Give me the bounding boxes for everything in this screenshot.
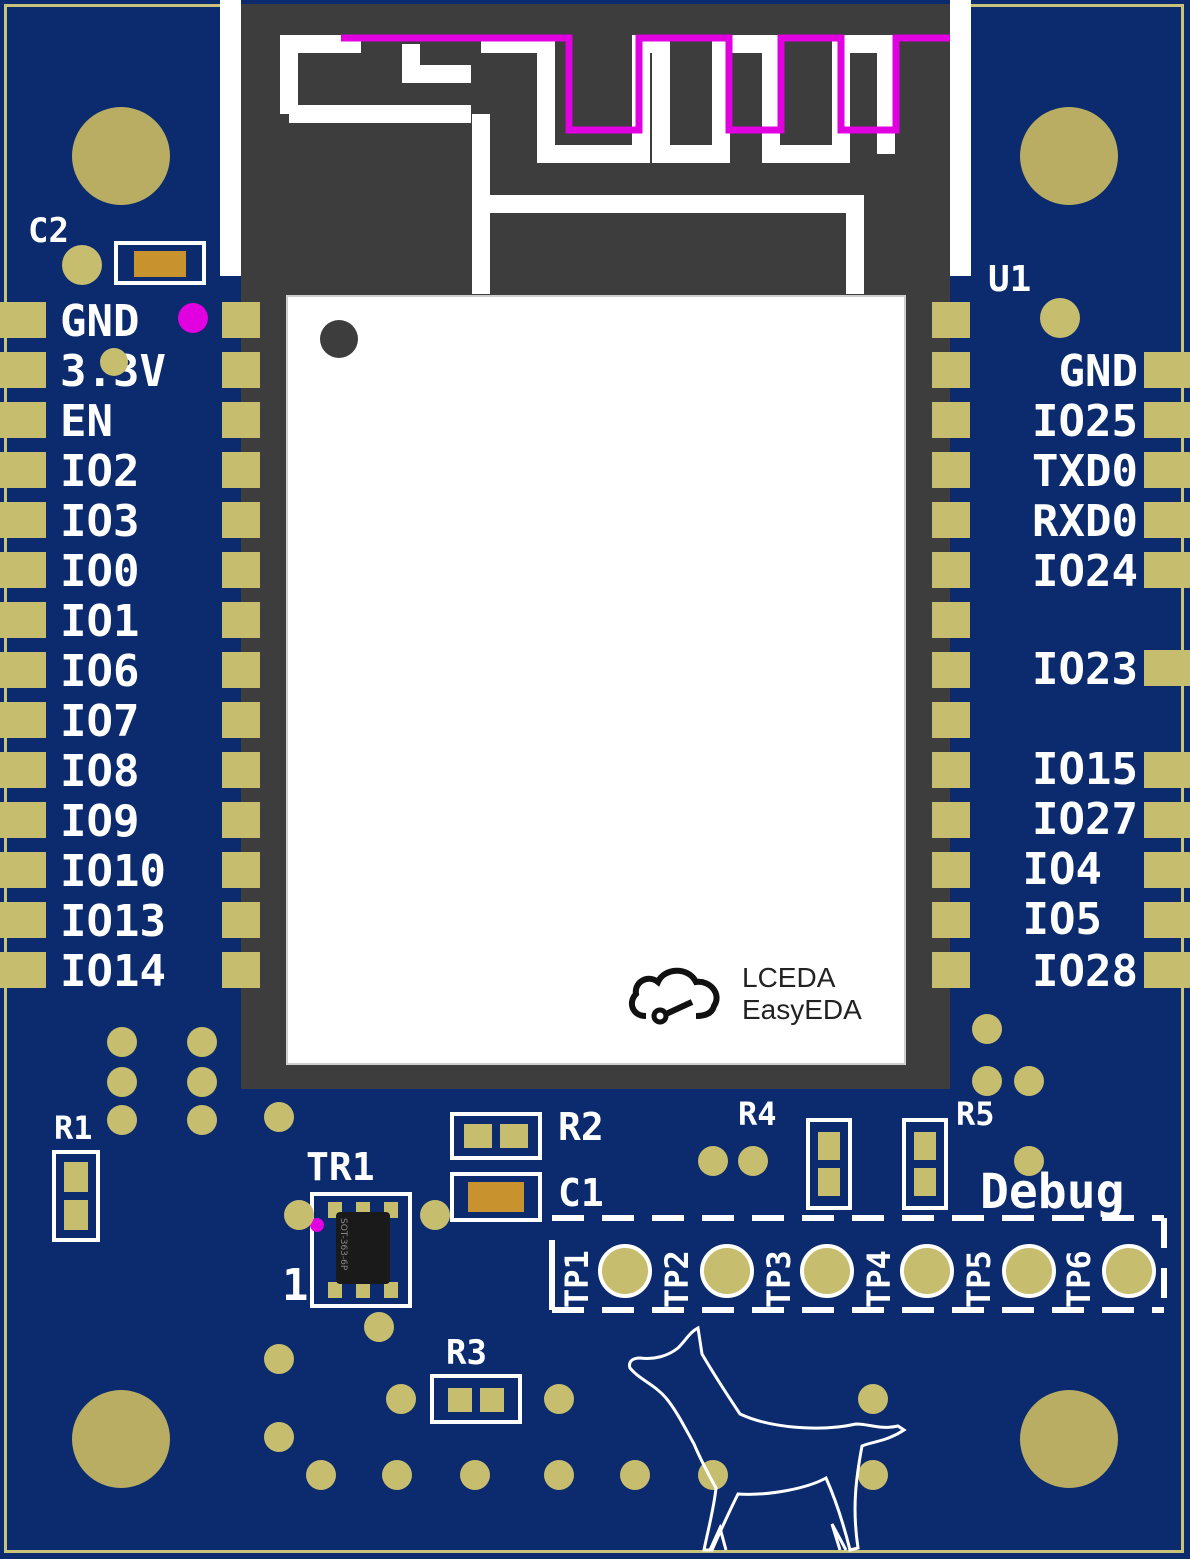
pin-label-left: IO14: [60, 946, 166, 997]
easyeda-logo-icon: [628, 967, 720, 1025]
dog-icon: [628, 1325, 907, 1552]
pin-label-right: GND: [1058, 346, 1138, 397]
test-point-tp3[interactable]: [800, 1244, 854, 1298]
designator-r2: R2: [558, 1105, 604, 1149]
pin-label-left: IO10: [60, 846, 166, 897]
pin-label-right: IO23: [1032, 644, 1138, 695]
board-cutout-left: [220, 0, 241, 276]
pin-label-left: IO3: [60, 496, 140, 547]
capacitor-c1: [450, 1172, 542, 1222]
pin-label-right: IO5: [1022, 894, 1102, 945]
test-point-tp1[interactable]: [598, 1244, 652, 1298]
easyeda-logo-text: LCEDA EasyEDA: [742, 962, 862, 1026]
pin-label-right: IO15: [1032, 744, 1138, 795]
pin-label-right: IO28: [1032, 946, 1138, 997]
designator-r1: R1: [54, 1109, 93, 1147]
pin-label-right: IO27: [1032, 794, 1138, 845]
mounting-hole-top-right: [1020, 107, 1118, 205]
designator-c1: C1: [558, 1171, 604, 1215]
chip-marking: SOT-363-6P: [338, 1218, 348, 1271]
pin-label-right: IO4: [1022, 844, 1102, 895]
pin-label-left: IO0: [60, 546, 140, 597]
pin-label-left: IO7: [60, 696, 140, 747]
pin-label-left: IO2: [60, 446, 140, 497]
mounting-hole-bottom-right: [1020, 1390, 1118, 1488]
designator-r3: R3: [446, 1333, 487, 1373]
board-cutout-right: [950, 0, 971, 276]
resistor-r4: [806, 1118, 852, 1210]
test-point-tp4[interactable]: [900, 1244, 954, 1298]
test-point-tp6[interactable]: [1102, 1244, 1156, 1298]
resistor-r5: [902, 1118, 948, 1210]
test-point-tp2[interactable]: [700, 1244, 754, 1298]
capacitor-c2: [114, 241, 206, 285]
pin-label-left: IO13: [60, 896, 166, 947]
pin-label-left: GND: [60, 296, 140, 347]
pin1-marker: [320, 320, 358, 358]
designator-tr1-pin1: 1: [282, 1260, 309, 1311]
pin-label-right: IO25: [1032, 396, 1138, 447]
pin-label-left: IO9: [60, 796, 140, 847]
resistor-r3: [430, 1374, 522, 1424]
transistor-tr1: SOT-363-6P: [310, 1192, 412, 1308]
pin-label-left: IO1: [60, 596, 140, 647]
debug-label: Debug: [980, 1164, 1125, 1220]
pin-label-right: RXD0: [1032, 496, 1138, 547]
pin1-indicator: [178, 303, 208, 333]
resistor-r2: [450, 1112, 542, 1160]
logo-line-2: EasyEDA: [742, 994, 862, 1025]
mounting-hole-top-left: [72, 107, 170, 205]
rf-shield: [286, 295, 906, 1065]
resistor-r1: [52, 1150, 100, 1242]
pin-label-left: IO8: [60, 746, 140, 797]
debug-frame: [549, 1215, 1167, 1313]
pin-label-right: IO24: [1032, 546, 1138, 597]
antenna-icon: [280, 34, 950, 294]
chip-body: SOT-363-6P: [336, 1212, 390, 1284]
pin-label-left: EN: [60, 396, 113, 447]
pin-label-left: IO6: [60, 646, 140, 697]
test-point-tp5[interactable]: [1002, 1244, 1056, 1298]
mounting-hole-bottom-left: [72, 1390, 170, 1488]
designator-r4: R4: [738, 1095, 777, 1133]
tr1-pin1-dot: [310, 1218, 324, 1232]
designator-u1: U1: [988, 259, 1032, 300]
designator-r5: R5: [956, 1095, 995, 1133]
designator-c2: C2: [28, 211, 69, 251]
pin-label-right: TXD0: [1032, 446, 1138, 497]
logo-line-1: LCEDA: [742, 962, 836, 993]
designator-tr1: TR1: [306, 1145, 375, 1189]
